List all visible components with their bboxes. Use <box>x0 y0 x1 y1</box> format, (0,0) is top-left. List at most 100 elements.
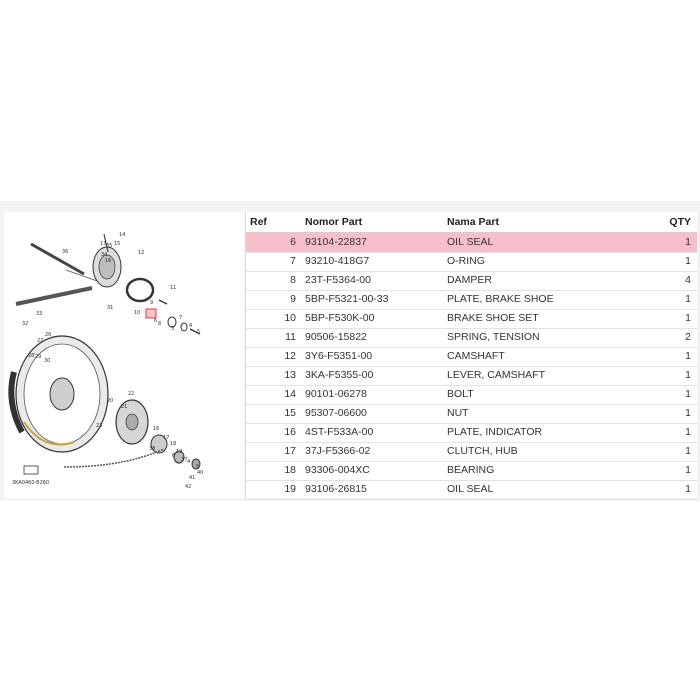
qty-cell: 4 <box>685 274 691 286</box>
ref-cell: 8 <box>290 274 296 286</box>
part-number-cell: 23T-F5364-00 <box>305 274 371 286</box>
qty-cell: 1 <box>685 426 691 438</box>
part-name-cell: OIL SEAL <box>447 236 494 248</box>
qty-cell: 1 <box>685 236 691 248</box>
ref-cell: 7 <box>290 255 296 267</box>
table-row[interactable]: 11 90506-15822 SPRING, TENSION 2 <box>246 328 697 348</box>
callout-label: 16 <box>153 426 159 432</box>
callout-label: 16 <box>105 258 111 264</box>
axle-line <box>65 269 101 283</box>
callout-label: 7 <box>179 315 182 321</box>
camshaft-lever <box>103 233 109 253</box>
callout-label: 6 <box>172 453 175 459</box>
part-number-cell: 4ST-F533A-00 <box>305 426 374 438</box>
callout-label: 8 <box>158 321 161 327</box>
callout-label: 5 <box>196 464 199 470</box>
part-number-cell: 5BP-F5321-00-33 <box>305 293 389 305</box>
o-ring <box>167 316 177 328</box>
part-name-cell: CAMSHAFT <box>447 350 505 362</box>
part-name-cell: O-RING <box>447 255 485 267</box>
axle-shaft <box>30 242 85 276</box>
callout-label: 3 <box>171 326 174 332</box>
drive-chain <box>63 448 165 468</box>
callout-label: 14 <box>119 232 125 238</box>
callout-label: 4 <box>187 459 190 465</box>
ref-cell: 13 <box>284 369 296 381</box>
part-name-cell: LEVER, CAMSHAFT <box>447 369 546 381</box>
callout-label: 12 <box>138 250 144 256</box>
part-number-cell: 95307-06600 <box>305 407 367 419</box>
part-name-cell: DAMPER <box>447 274 492 286</box>
rear-wheel-diagram: 3KA0460-B260 361415131216353411932333110… <box>8 232 203 490</box>
callout-label: 40 <box>197 470 203 476</box>
ref-cell: 9 <box>290 293 296 305</box>
ref-cell: 11 <box>285 331 296 343</box>
callout-label: 38 <box>149 446 155 452</box>
part-number-cell: 90506-15822 <box>305 331 367 343</box>
collar <box>191 458 201 470</box>
table-header-row: Ref Nomor Part Nama Part QTY <box>246 212 697 233</box>
part-number-cell: 3Y6-F5351-00 <box>305 350 373 362</box>
callout-label: 18 <box>170 441 176 447</box>
callout-label: 41 <box>189 475 195 481</box>
table-row[interactable]: 8 23T-F5364-00 DAMPER 4 <box>246 271 697 291</box>
tire-strip <box>23 421 75 446</box>
header-ref: Ref <box>250 216 267 228</box>
callout-label: 35 <box>106 243 112 249</box>
part-number-cell: 5BP-F530K-00 <box>305 312 375 324</box>
qty-cell: 1 <box>685 388 691 400</box>
callout-label: 4 <box>189 323 192 329</box>
part-name-cell: CLUTCH, HUB <box>447 445 518 457</box>
callout-label: 29 <box>35 354 41 360</box>
callout-label: 6 <box>154 318 157 324</box>
qty-cell: 1 <box>685 312 691 324</box>
callout-label: 5 <box>197 329 200 335</box>
callout-label: 17 <box>163 435 169 441</box>
direction-badge <box>23 465 39 475</box>
ref-cell: 14 <box>284 388 296 400</box>
callout-label: 23 <box>96 423 102 429</box>
ref-cell: 12 <box>284 350 296 362</box>
bearing <box>150 434 168 454</box>
qty-cell: 1 <box>685 369 691 381</box>
header-part-number: Nomor Part <box>305 216 363 228</box>
part-name-cell: BOLT <box>447 388 474 400</box>
oil-seal-marker <box>145 308 157 319</box>
qty-cell: 1 <box>685 464 691 476</box>
part-name-cell: BRAKE SHOE SET <box>447 312 539 324</box>
part-name-cell: SPRING, TENSION <box>447 331 540 343</box>
table-row[interactable]: 10 5BP-F530K-00 BRAKE SHOE SET 1 <box>246 309 697 329</box>
callout-label: 26 <box>45 332 51 338</box>
qty-cell: 1 <box>685 350 691 362</box>
part-name-cell: NUT <box>447 407 469 419</box>
table-row[interactable]: 12 3Y6-F5351-00 CAMSHAFT 1 <box>246 347 697 367</box>
callout-label: 20 <box>107 398 113 404</box>
ref-cell: 10 <box>284 312 296 324</box>
callout-label: 34 <box>101 252 107 258</box>
bearing-small <box>180 322 188 332</box>
callout-label: 33 <box>36 311 42 317</box>
tire-section <box>8 371 25 434</box>
qty-cell: 1 <box>685 407 691 419</box>
spring <box>158 299 168 305</box>
qty-cell: 2 <box>685 331 691 343</box>
swing-arm <box>15 286 93 306</box>
callout-label: 28 <box>28 353 34 359</box>
diagram-code: 3KA0460-B260 <box>12 480 49 486</box>
part-number-cell: 37J-F5366-02 <box>305 445 371 457</box>
brake-panel-hub <box>98 254 116 280</box>
callout-label: 15 <box>114 241 120 247</box>
